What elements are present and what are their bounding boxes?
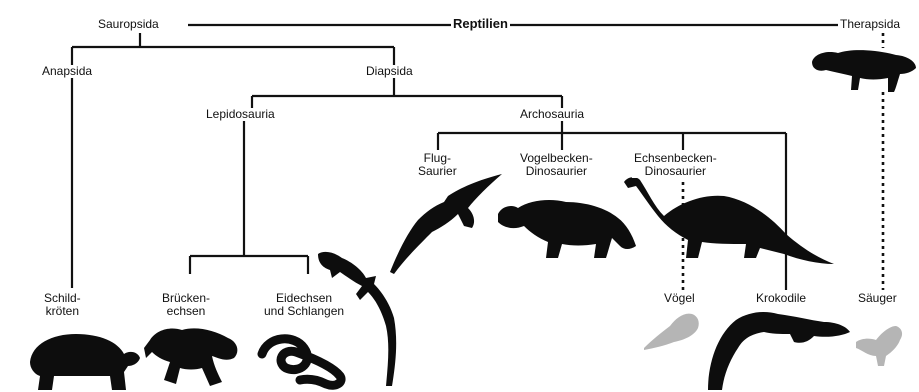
mammal-silhouette [856, 326, 902, 366]
label-vogelbecken: Vogelbecken- Dinosaurier [518, 152, 595, 178]
label-archosauria: Archosauria [518, 108, 586, 121]
label-voegel: Vögel [662, 292, 697, 305]
label-therapsida: Therapsida [838, 18, 902, 31]
label-echsenbecken-line2: Dinosaurier [634, 165, 717, 178]
label-diapsida: Diapsida [364, 65, 415, 78]
title-reptilien: Reptilien [451, 17, 510, 30]
label-schildkroeten-line2: kröten [44, 305, 81, 318]
label-echsenbecken: Echsenbecken- Dinosaurier [632, 152, 719, 178]
label-anapsida: Anapsida [40, 65, 94, 78]
label-flugsaurier-line2: Saurier [418, 165, 457, 178]
triceratops-silhouette [498, 200, 636, 258]
snake-silhouette [262, 339, 341, 385]
sauropod-silhouette [624, 177, 834, 264]
label-sauropsida: Sauropsida [96, 18, 161, 31]
label-lepidosauria: Lepidosauria [204, 108, 277, 121]
label-schildkroeten: Schild- kröten [42, 292, 83, 318]
crocodile-silhouette [708, 312, 850, 390]
label-brueckenechsen-line2: echsen [162, 305, 210, 318]
label-saeuger: Säuger [856, 292, 899, 305]
bird-silhouette [644, 314, 699, 350]
label-eidechsen: Eidechsen und Schlangen [262, 292, 346, 318]
label-krokodile: Krokodile [754, 292, 808, 305]
therapsid-silhouette [812, 50, 916, 92]
label-flugsaurier: Flug- Saurier [416, 152, 459, 178]
label-vogelbecken-line2: Dinosaurier [520, 165, 593, 178]
pterosaur-silhouette [390, 174, 502, 274]
turtle-silhouette [30, 334, 140, 390]
tuatara-silhouette [144, 328, 237, 386]
label-eidechsen-line2: und Schlangen [264, 305, 344, 318]
label-brueckenechsen: Brücken- echsen [160, 292, 212, 318]
